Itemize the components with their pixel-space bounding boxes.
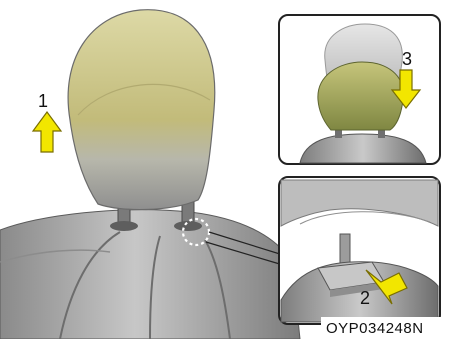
figure-code: OYP034248N [326,320,424,337]
up-arrow-icon [33,112,61,152]
step-2-label: 2 [360,288,370,308]
seat-backrest [0,210,300,339]
step-3-label: 3 [402,49,412,69]
step-1-label: 1 [38,91,48,111]
headrest-raised [68,10,215,210]
